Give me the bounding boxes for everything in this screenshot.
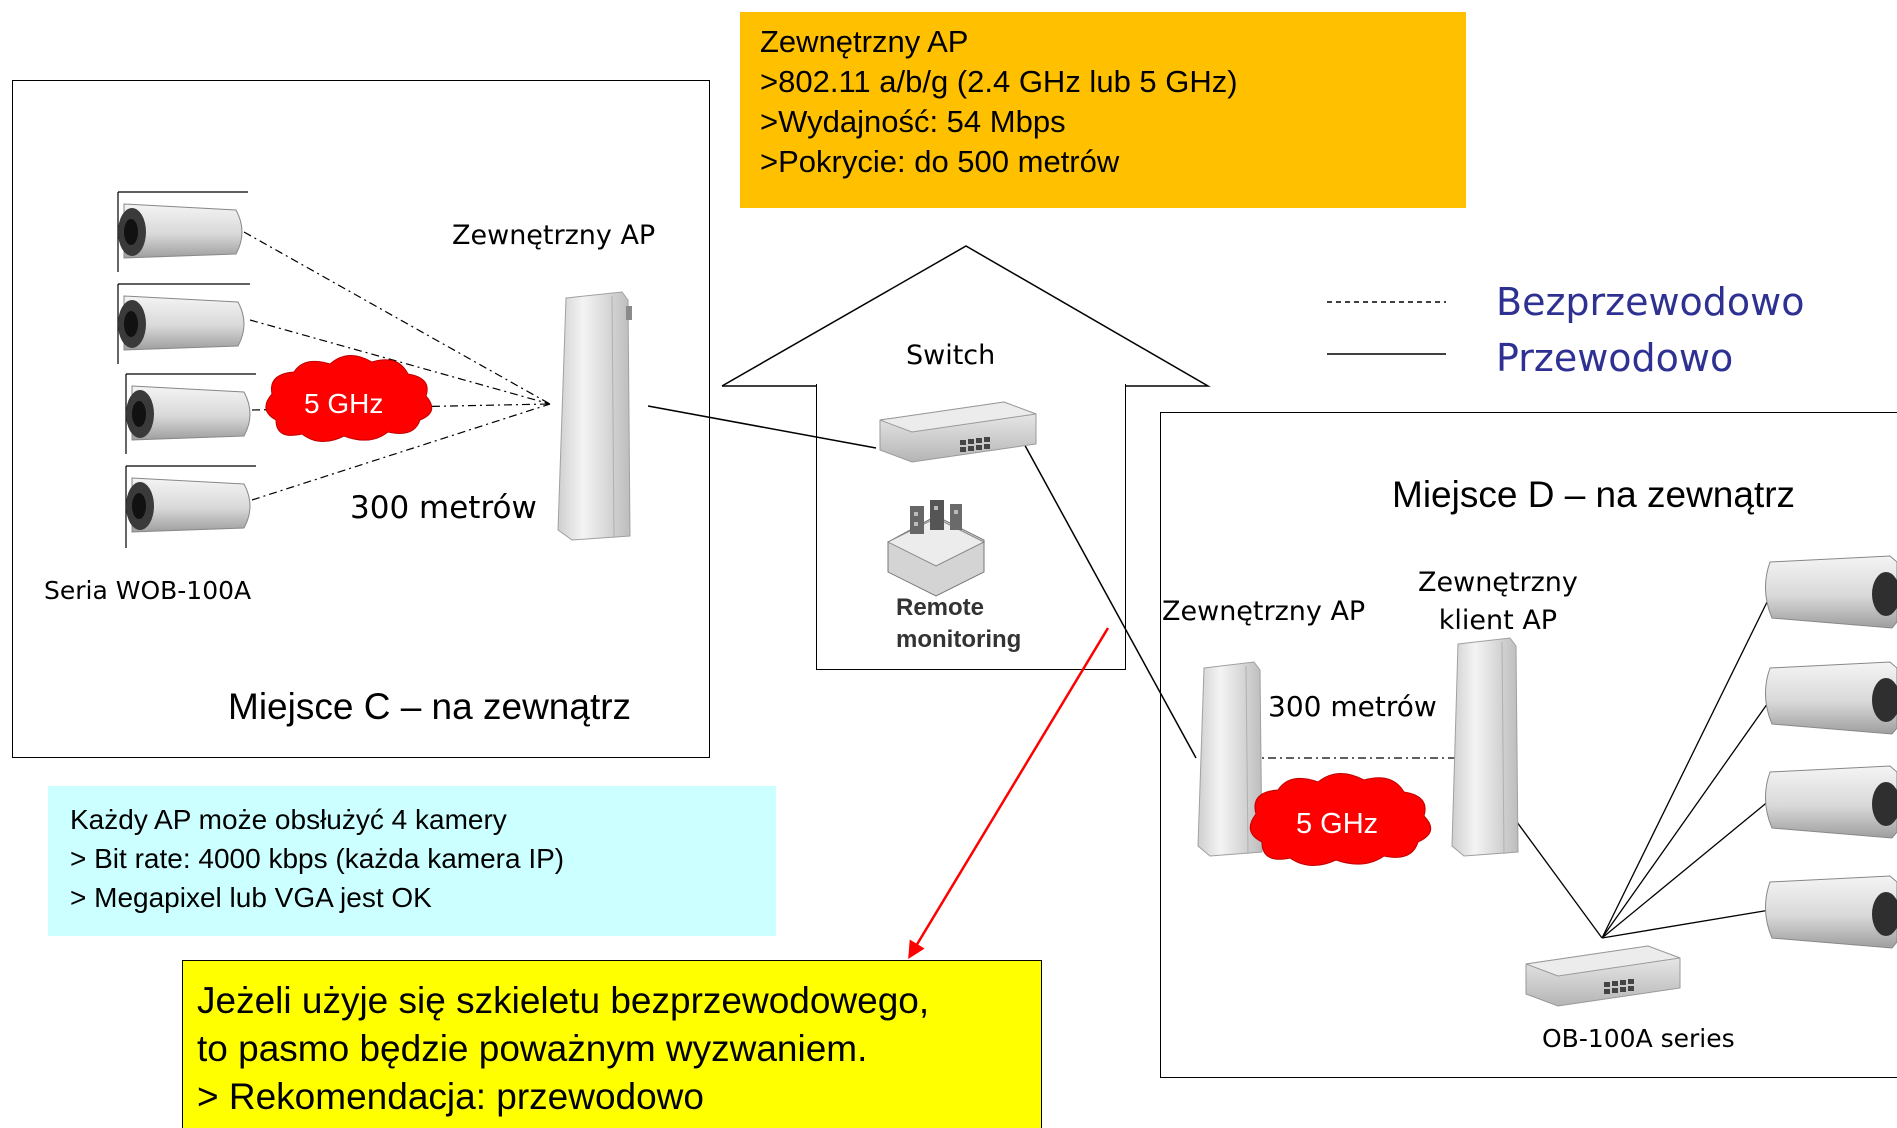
recommendation-line: to pasmo będzie poważnym wyzwaniem. xyxy=(197,1028,868,1069)
site-d-client-label: Zewnętrzny klient AP xyxy=(1418,564,1578,640)
capacity-line: Każdy AP może obsłużyć 4 kamery xyxy=(70,804,507,835)
cloud-icon xyxy=(265,355,433,442)
ap-specs-line: >Pokrycie: do 500 metrów xyxy=(760,144,1120,179)
building-icon xyxy=(886,500,986,597)
ap-specs-line: >Wydajność: 54 Mbps xyxy=(760,104,1066,139)
recommendation-arrow xyxy=(908,627,1110,959)
camera-icon xyxy=(1765,765,1897,839)
capacity-line: > Megapixel lub VGA jest OK xyxy=(70,882,432,913)
camera-icon xyxy=(1765,875,1897,949)
capacity-line: > Bit rate: 4000 kbps (każda kamera IP) xyxy=(70,843,565,874)
client-label-line: Zewnętrzny xyxy=(1418,567,1578,598)
switch-icon xyxy=(879,401,1037,463)
capacity-note: Każdy AP może obsłużyć 4 kamery > Bit ra… xyxy=(48,786,776,936)
site-c-ap-label: Zewnętrzny AP xyxy=(452,220,656,251)
site-d-switch-label: OB-100A series xyxy=(1542,1024,1735,1053)
site-d-title: Miejsce D – na zewnątrz xyxy=(1392,474,1796,515)
camera-icon xyxy=(125,465,256,548)
antenna-icon xyxy=(1197,661,1263,857)
remote-monitoring-label: Remote monitoring xyxy=(896,592,1021,656)
site-d-ap-label: Zewnętrzny AP xyxy=(1162,596,1366,627)
client-label-line: klient AP xyxy=(1438,605,1558,636)
wired-link-d xyxy=(1021,439,1197,759)
recommendation-line: > Rekomendacja: przewodowo xyxy=(197,1076,704,1117)
ap-specs-note: Zewnętrzny AP >802.11 a/b/g (2.4 GHz lub… xyxy=(740,12,1466,208)
switch-icon xyxy=(1525,945,1681,1007)
wired-link-c xyxy=(647,405,877,449)
camera-icon xyxy=(117,283,250,364)
switch-label: Switch xyxy=(906,340,996,371)
ap-specs-line: Zewnętrzny AP xyxy=(760,24,969,59)
camera-icon xyxy=(1765,555,1897,629)
remote-label-line: Remote xyxy=(896,594,985,621)
remote-label-line: monitoring xyxy=(896,626,1022,653)
recommendation-note: Jeżeli użyje się szkieletu bezprzewodowe… xyxy=(182,960,1042,1128)
antenna-icon xyxy=(557,291,632,541)
legend-wireless-label: Bezprzewodowo xyxy=(1496,280,1805,324)
camera-icon xyxy=(125,373,256,454)
recommendation-line: Jeżeli użyje się szkieletu bezprzewodowe… xyxy=(197,980,930,1021)
site-c-cameras-label: Seria WOB-100A xyxy=(44,576,252,605)
ap-specs-line: >802.11 a/b/g (2.4 GHz lub 5 GHz) xyxy=(760,64,1238,99)
antenna-icon xyxy=(1451,637,1519,857)
legend-wired-label: Przewodowo xyxy=(1496,336,1734,380)
building-roof xyxy=(721,245,1211,387)
camera-icon xyxy=(117,191,248,272)
site-c-title: Miejsce C – na zewnątrz xyxy=(228,686,632,727)
site-d-freq: 5 GHz xyxy=(1296,808,1379,840)
site-c-freq: 5 GHz xyxy=(304,388,384,419)
site-d-distance: 300 metrów xyxy=(1268,690,1437,723)
camera-icon xyxy=(1765,661,1897,735)
cloud-icon xyxy=(1249,773,1432,866)
site-c-distance: 300 metrów xyxy=(350,490,537,526)
